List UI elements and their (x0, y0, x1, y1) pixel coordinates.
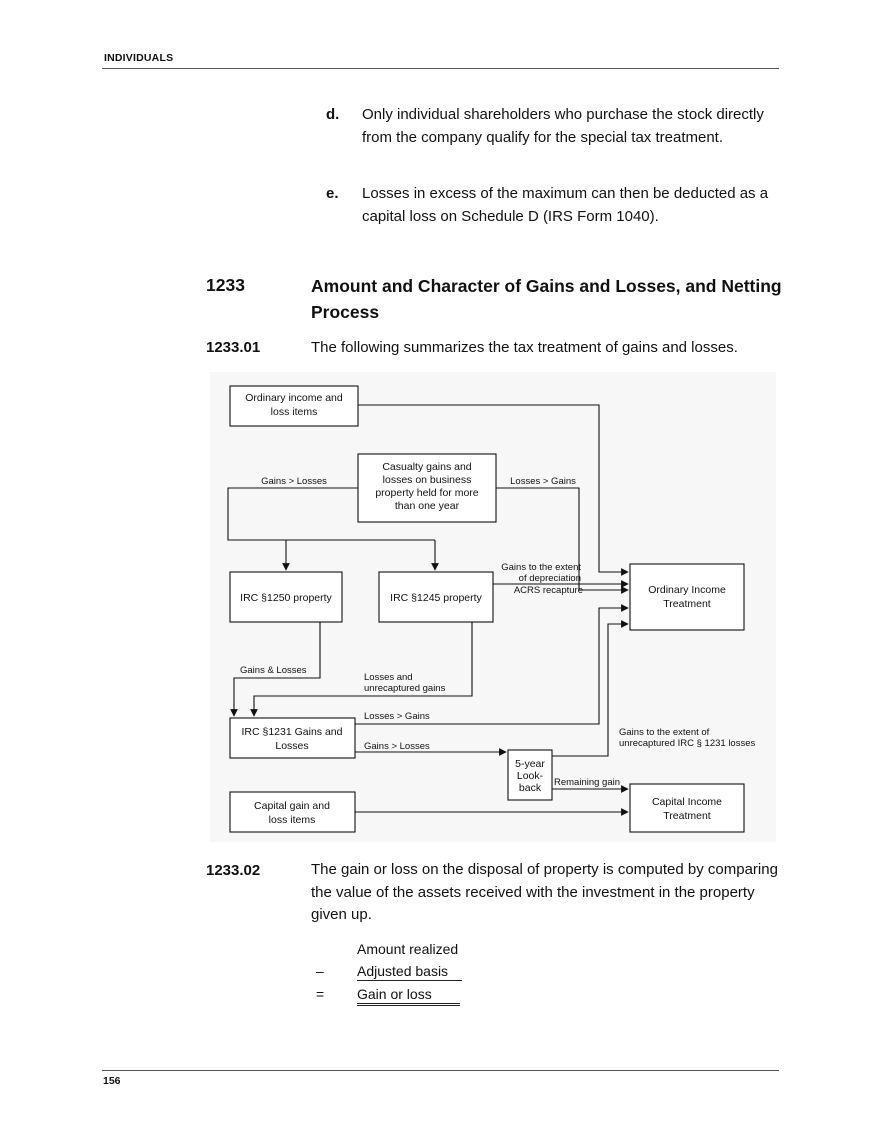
calc-operator: = (316, 986, 325, 1002)
arrow-unrecaptured-gain (552, 620, 629, 757)
irc1245-label: IRC §1245 property (390, 592, 482, 604)
flow-label: Losses > Gains (510, 476, 576, 487)
ordinary-treatment-label: Treatment (663, 598, 711, 610)
ordinary-treatment-label: Ordinary Income (648, 584, 726, 596)
irc1231-label: IRC §1231 Gains and (242, 726, 343, 738)
irc1250-label: IRC §1250 property (240, 592, 332, 604)
arrow-gains-losses (230, 622, 321, 717)
calc-operator: – (316, 963, 324, 979)
gain-or-loss: Gain or loss (357, 986, 460, 1006)
flow-label: Gains > Losses (261, 476, 327, 487)
capital-items-label: Capital gain and (254, 800, 330, 812)
section-number: 1233 (206, 275, 245, 295)
arrow-unrecaptured (250, 622, 473, 717)
tax-treatment-flowchart: Ordinary income and loss items Casualty … (210, 372, 776, 842)
section-title: Amount and Character of Gains and Losses… (311, 276, 782, 322)
amount-realized: Amount realized (357, 941, 459, 957)
lookback-label: 5-year (515, 758, 545, 770)
irc1231-box (229, 717, 356, 759)
casualty-label: property held for more (375, 487, 478, 499)
capital-treatment-box (629, 783, 745, 833)
capital-items-box (229, 791, 356, 833)
flow-label: Gains > Losses (364, 741, 430, 752)
paragraph-number: 1233.01 (206, 339, 261, 356)
irc1250-box (229, 571, 343, 623)
lookback-box (507, 749, 553, 801)
adjusted-basis: Adjusted basis (357, 963, 463, 981)
arrow-losses-gt-gains (496, 487, 629, 594)
calc-line: Gain or loss (357, 986, 460, 1006)
unrecaptured-note: unrecaptured IRC § 1231 losses (619, 738, 755, 749)
header-rule (102, 68, 779, 69)
list-text: Losses in excess of the maximum can then… (362, 185, 769, 225)
capital-treatment-label: Treatment (663, 810, 711, 822)
line-gains-gt-losses (227, 487, 435, 541)
paragraph-number: 1233.02 (206, 862, 261, 879)
lookback-label: back (519, 782, 542, 794)
capital-items-label: loss items (269, 814, 316, 826)
capital-treatment-label: Capital Income (652, 796, 722, 808)
ordinary-items-label: Ordinary income and (245, 392, 343, 404)
flow-label: Gains & Losses (240, 665, 307, 676)
calc-line: Amount realized (357, 941, 458, 957)
irc1245-box (378, 571, 494, 623)
list-label: d. (326, 106, 340, 123)
calc-line: Adjusted basis (357, 963, 463, 981)
depreciation-note: Gains to the extent (501, 562, 581, 573)
running-header: INDIVIDUALS (104, 52, 174, 64)
lookback-label: Look- (517, 770, 544, 782)
casualty-box (357, 453, 497, 523)
depreciation-note: of depreciation (519, 573, 581, 584)
footer-rule (102, 1070, 779, 1071)
casualty-label: than one year (395, 500, 460, 512)
ordinary-treatment-box (629, 563, 745, 631)
arrow-losses-gt-gains-2 (355, 604, 629, 725)
ordinary-items-box (229, 385, 359, 427)
paragraph-text: The following summarizes the tax treatme… (311, 339, 738, 356)
casualty-label: losses on business (383, 474, 472, 486)
irc1231-label: Losses (275, 740, 308, 752)
page-number: 156 (103, 1075, 121, 1087)
paragraph-text: The gain or loss on the disposal of prop… (311, 861, 778, 923)
list-label: e. (326, 185, 339, 202)
ordinary-items-label: loss items (271, 406, 318, 418)
arrow-ordinary-items (358, 404, 629, 576)
casualty-label: Casualty gains and (382, 461, 471, 473)
depreciation-note: ACRS recapture (514, 585, 583, 596)
flow-label: unrecaptured gains (364, 683, 446, 694)
flow-label: Losses > Gains (364, 711, 430, 722)
flow-label: Remaining gain (554, 777, 620, 788)
flow-label: Losses and (364, 672, 413, 683)
list-text: Only individual shareholders who purchas… (362, 106, 764, 146)
unrecaptured-note: Gains to the extent of (619, 727, 710, 738)
